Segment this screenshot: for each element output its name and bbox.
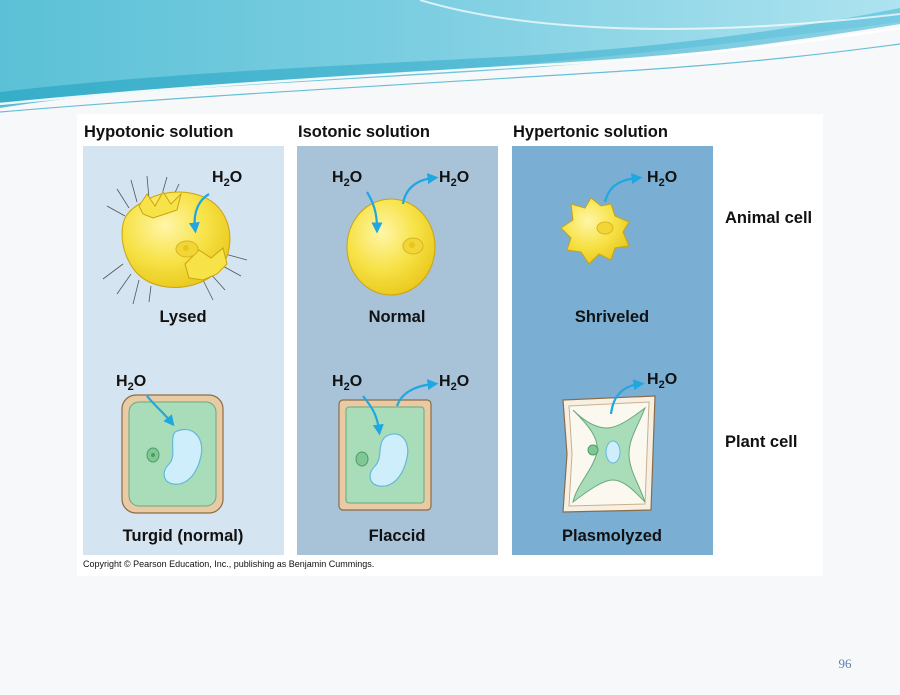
- header-wave-banner: [0, 0, 900, 113]
- heading-hypotonic: Hypotonic solution: [84, 123, 234, 141]
- heading-isotonic: Isotonic solution: [298, 123, 430, 141]
- copyright-notice: Copyright © Pearson Education, Inc., pub…: [83, 559, 375, 569]
- cell-artwork: [102, 173, 656, 514]
- caption-shriveled: Shriveled: [574, 308, 650, 326]
- water-label: H2O: [212, 169, 243, 190]
- water-label: H2O: [439, 373, 470, 394]
- caption-lysed: Lysed: [159, 308, 207, 326]
- heading-hypertonic: Hypertonic solution: [513, 123, 668, 141]
- water-label: H2O: [647, 371, 678, 392]
- row-label-plant: Plant cell: [725, 433, 798, 451]
- row-label-animal: Animal cell: [725, 209, 813, 227]
- water-label: H2O: [439, 169, 470, 190]
- lysed-cell: [102, 175, 248, 305]
- water-flow-arrows: [146, 173, 645, 436]
- water-label: H2O: [116, 373, 147, 394]
- osmosis-figure: Hypotonic solution Isotonic solution Hyp…: [77, 114, 823, 576]
- caption-plasmolyzed: Plasmolyzed: [562, 527, 662, 545]
- caption-normal: Normal: [368, 308, 426, 326]
- turgid-cell: [121, 394, 224, 514]
- caption-turgid: Turgid (normal): [122, 527, 244, 545]
- caption-flaccid: Flaccid: [368, 527, 426, 545]
- plasmolyzed-cell: [562, 395, 656, 513]
- flaccid-cell: [338, 399, 432, 511]
- normal-cell: [346, 198, 436, 296]
- page-number: 96: [838, 656, 852, 671]
- water-label: H2O: [332, 169, 363, 190]
- water-label: H2O: [647, 169, 678, 190]
- water-label: H2O: [332, 373, 363, 394]
- shriveled-cell: [560, 197, 630, 265]
